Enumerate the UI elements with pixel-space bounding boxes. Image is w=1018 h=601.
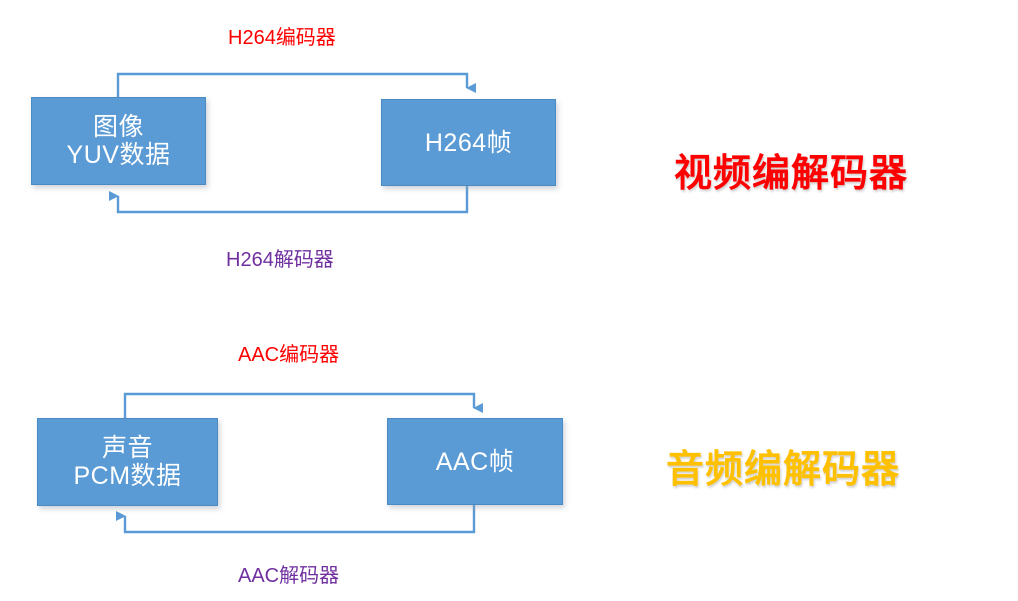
audio-source-node-line2: PCM数据	[73, 462, 182, 490]
video-target-node[interactable]: H264帧	[381, 99, 556, 186]
video-encoder-arrow	[116, 72, 476, 97]
audio-source-node[interactable]: 声音 PCM数据	[37, 418, 218, 506]
video-source-node-line1: 图像	[92, 113, 144, 141]
video-source-node-line2: YUV数据	[66, 141, 171, 169]
video-source-node[interactable]: 图像 YUV数据	[31, 97, 206, 185]
audio-target-node-line1: AAC帧	[435, 447, 515, 476]
audio-encoder-label: AAC编码器	[238, 344, 340, 366]
audio-encoder-arrow	[123, 392, 483, 418]
audio-section-heading: 音频编解码器	[666, 449, 901, 491]
audio-decoder-label: AAC解码器	[238, 565, 340, 587]
audio-decoder-arrow	[116, 505, 476, 534]
video-decoder-label: H264解码器	[226, 249, 334, 271]
video-target-node-line1: H264帧	[424, 128, 513, 157]
audio-source-node-line1: 声音	[101, 434, 153, 462]
audio-target-node[interactable]: AAC帧	[387, 418, 563, 505]
video-section-heading: 视频编解码器	[674, 153, 909, 195]
video-encoder-label: H264编码器	[228, 27, 336, 49]
video-decoder-arrow	[109, 186, 469, 214]
